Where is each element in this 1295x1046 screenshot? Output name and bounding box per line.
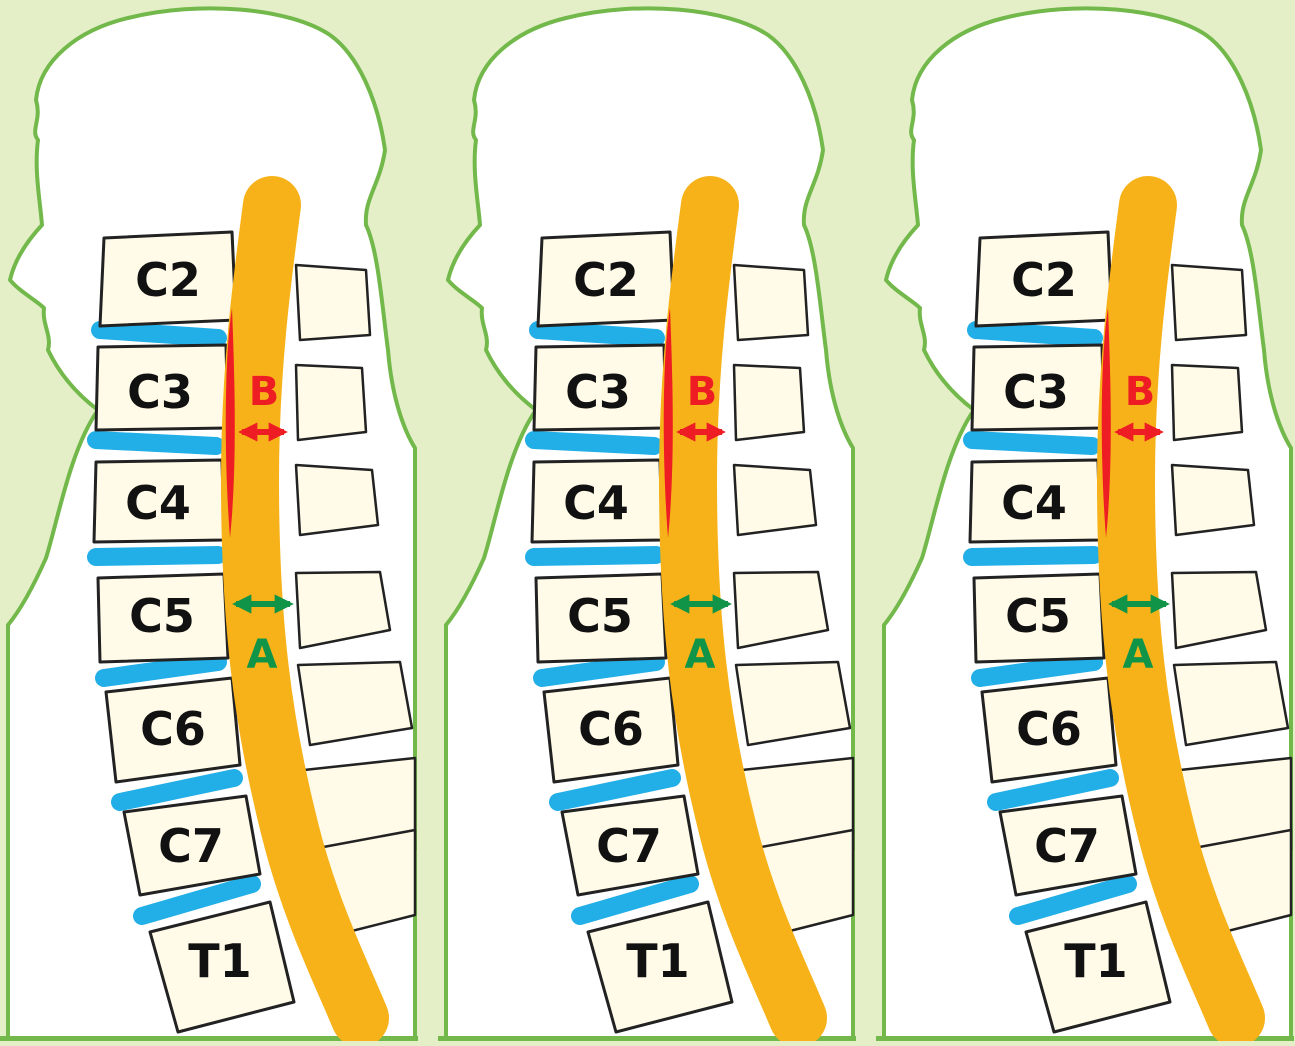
vertebra-label: C4 [1001, 476, 1067, 530]
spinous-process-2 [1172, 365, 1242, 440]
vertebra-label: C6 [578, 702, 644, 756]
measurement-label-b: B [1125, 369, 1156, 415]
intervertebral-disc-1 [538, 330, 656, 338]
intervertebral-disc-3 [972, 555, 1094, 557]
measurement-label-a: A [247, 632, 278, 678]
measurement-label-a: A [1123, 632, 1154, 678]
measurement-label-a: A [685, 632, 716, 678]
vertebra-label: C6 [140, 702, 206, 756]
vertebra-label: C4 [125, 476, 191, 530]
vertebra-label: C7 [158, 819, 224, 873]
spinous-process-1 [1172, 265, 1246, 340]
intervertebral-disc-3 [96, 555, 218, 557]
spinous-process-2 [296, 365, 366, 440]
vertebra-label: C5 [567, 589, 633, 643]
spinous-process-1 [296, 265, 370, 340]
spinous-process-3 [1172, 465, 1254, 535]
vertebra-label: C2 [1011, 253, 1077, 307]
vertebra-label: T1 [626, 934, 689, 988]
spinous-process-1 [734, 265, 808, 340]
vertebra-label: C2 [573, 253, 639, 307]
vertebra-label: C4 [563, 476, 629, 530]
vertebra-label: C2 [135, 253, 201, 307]
intervertebral-disc-2 [972, 440, 1092, 446]
intervertebral-disc-2 [96, 440, 216, 446]
vertebra-label: T1 [1064, 934, 1127, 988]
vertebra-label: C6 [1016, 702, 1082, 756]
vertebra-label: C5 [1005, 589, 1071, 643]
vertebra-label: C3 [565, 365, 631, 419]
measurement-label-b: B [687, 369, 718, 415]
intervertebral-disc-1 [976, 330, 1094, 338]
vertebra-label: C7 [1034, 819, 1100, 873]
spinous-process-3 [296, 465, 378, 535]
vertebra-label: C3 [127, 365, 193, 419]
intervertebral-disc-1 [100, 330, 218, 338]
spinous-process-3 [734, 465, 816, 535]
vertebra-label: T1 [188, 934, 251, 988]
vertebra-label: C5 [129, 589, 195, 643]
intervertebral-disc-2 [534, 440, 654, 446]
intervertebral-disc-3 [534, 555, 656, 557]
measurement-label-b: B [249, 369, 280, 415]
vertebra-label: C7 [596, 819, 662, 873]
spinous-process-2 [734, 365, 804, 440]
vertebra-label: C3 [1003, 365, 1069, 419]
